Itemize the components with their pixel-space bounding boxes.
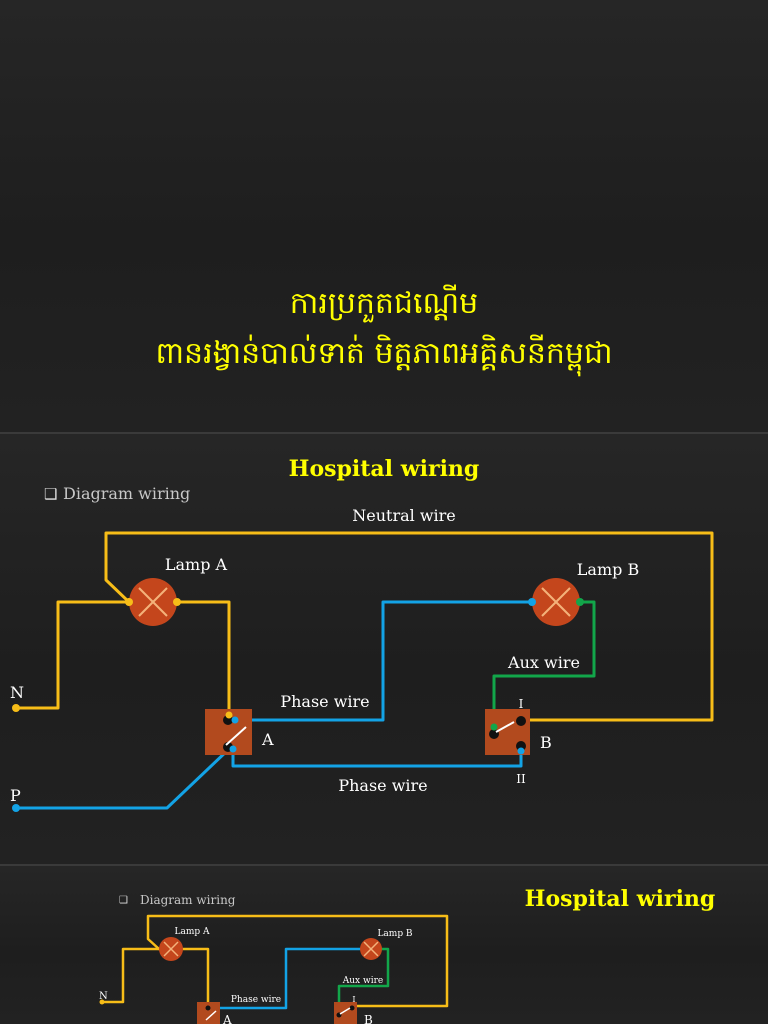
phase-wire-top xyxy=(233,600,534,722)
diagram-subtitle: Diagram wiring xyxy=(63,484,190,503)
terminal-i-label: I xyxy=(352,995,355,1004)
switch-a-label: A xyxy=(222,1013,232,1024)
checkbox-bullet-icon: ❑ xyxy=(44,485,57,503)
neutral-terminal xyxy=(12,704,20,712)
phase-wire-bottom-label: Phase wire xyxy=(338,776,427,795)
lamp-a-label: Lamp A xyxy=(175,927,210,937)
aux-wire-label: Aux wire xyxy=(342,976,383,986)
terminal-i-label: I xyxy=(519,697,524,711)
neutral-wire xyxy=(104,531,714,722)
switch-b-label: B xyxy=(364,1013,373,1024)
checkbox-bullet-icon: ❑ xyxy=(119,895,128,906)
lamp-a-label: Lamp A xyxy=(165,555,228,574)
phase-wire-top-label: Phase wire xyxy=(280,692,369,711)
switch-a-icon xyxy=(197,1002,220,1024)
switch-a-icon xyxy=(205,709,252,755)
wiring-diagram-slide: Hospital wiring ❑ Diagram wiring xyxy=(0,434,768,864)
phase-feed-wire xyxy=(14,747,231,810)
phase-wire-top xyxy=(209,947,362,1010)
switch-b-icon xyxy=(334,1002,357,1024)
neutral-label: N xyxy=(99,991,108,1002)
neutral-feed-wire xyxy=(100,947,161,1004)
lamp-a-to-switch-a-wire xyxy=(175,600,231,717)
wiring-diagram-slide-thumbnail: Hospital wiring ❑ Diagram wiring xyxy=(0,866,768,1024)
lamp-a-to-switch-a-wire xyxy=(181,947,210,1006)
diagram-subtitle: Diagram wiring xyxy=(140,893,236,907)
switch-b-label: B xyxy=(540,733,552,752)
aux-wire-label: Aux wire xyxy=(507,653,580,672)
aux-wire xyxy=(337,947,390,1010)
aux-wire xyxy=(492,600,596,729)
lamp-b-label: Lamp B xyxy=(577,560,639,579)
switch-b-icon xyxy=(485,709,530,755)
phase-label: P xyxy=(10,786,21,805)
lamp-a-icon xyxy=(159,937,183,961)
lamp-a-icon xyxy=(125,578,181,626)
neutral-label: N xyxy=(10,683,24,702)
lamp-b-icon xyxy=(360,938,382,960)
phase-wire-bottom xyxy=(231,746,523,768)
slide-title: Hospital wiring xyxy=(289,456,480,482)
slide-divider xyxy=(0,432,768,434)
lamp-b-icon xyxy=(528,578,584,626)
neutral-wire-label: Neutral wire xyxy=(352,506,456,525)
wiring-diagram: Hospital wiring ❑ Diagram wiring xyxy=(10,456,714,812)
neutral-terminal xyxy=(99,999,105,1005)
slide-title-line-1: ការប្រកួតជណ្ដើម xyxy=(289,286,479,321)
slide-divider xyxy=(0,864,768,866)
wiring-diagram-small: Hospital wiring ❑ Diagram wiring xyxy=(99,886,716,1024)
slide-title-line-2: ពានរង្វាន់បាល់ទាត់ មិត្តភាពអគ្គិសនីកម្ពុ… xyxy=(155,336,613,371)
terminal-ii-label: II xyxy=(516,772,526,786)
neutral-wire xyxy=(146,914,449,1008)
neutral-feed-wire xyxy=(14,600,131,710)
phase-wire-label: Phase wire xyxy=(231,995,281,1005)
switch-a-label: A xyxy=(261,730,274,749)
phase-terminal xyxy=(12,804,20,812)
slide-title: Hospital wiring xyxy=(525,886,716,912)
lamp-b-label: Lamp B xyxy=(377,929,412,939)
title-slide: ការប្រកួតជណ្ដើម ពានរង្វាន់បាល់ទាត់ មិត្ត… xyxy=(0,0,768,432)
